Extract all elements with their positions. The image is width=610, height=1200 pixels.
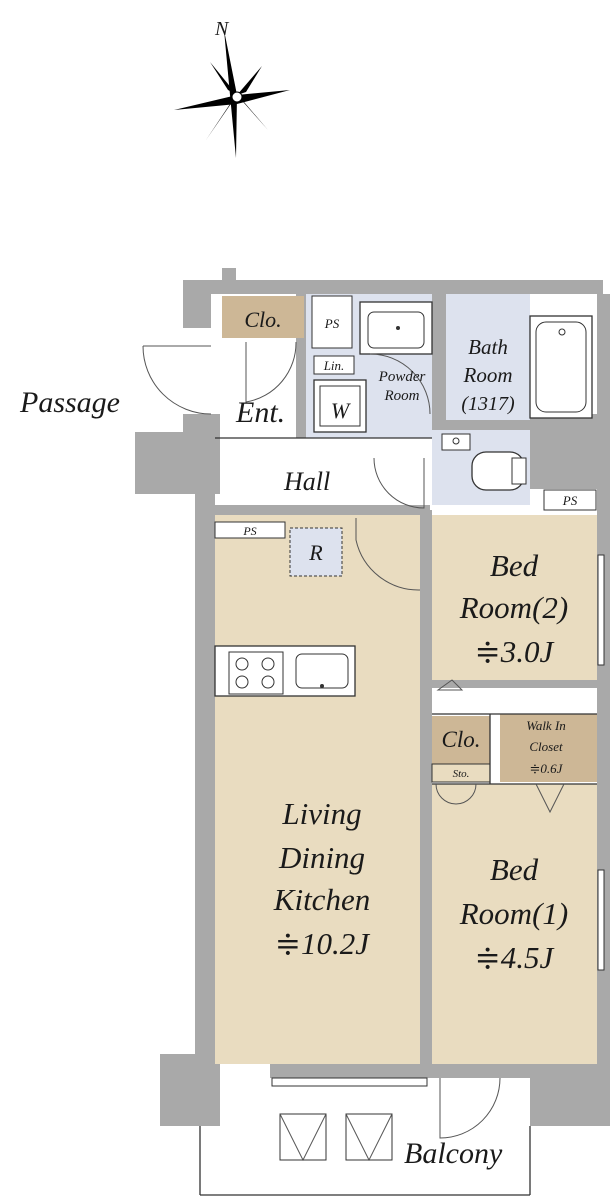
storage-door[interactable] — [435, 783, 477, 805]
storage-label: Sto. — [453, 768, 470, 780]
bed1-floor — [432, 784, 597, 1064]
ac-unit-icon — [279, 1113, 327, 1162]
bed2-label-2: Room(2) — [459, 590, 568, 625]
closet-door[interactable] — [245, 341, 297, 403]
kitchen-counter — [214, 645, 356, 697]
toilet-door[interactable] — [373, 457, 425, 509]
ps-toilet-box — [543, 489, 597, 511]
north-label: N — [214, 18, 230, 40]
balcony — [199, 1077, 531, 1196]
compass-icon: N — [174, 18, 290, 158]
balcony-door[interactable] — [439, 1077, 501, 1139]
walkin-label-1: Walk In — [526, 718, 566, 733]
bed2-label-1: Bed — [490, 548, 539, 583]
ldk-label-2: Dining — [278, 840, 365, 875]
bed2-floor — [432, 515, 597, 680]
bath-label-3: (1317) — [461, 393, 515, 415]
closet-entry — [222, 296, 304, 338]
powder-door[interactable] — [369, 353, 431, 415]
bed1-label-2: Room(1) — [459, 896, 568, 931]
washer-icon — [313, 379, 367, 433]
walkin-closet — [500, 714, 597, 782]
bath-floor — [446, 294, 530, 420]
ldk-label-3: Kitchen — [273, 882, 370, 917]
ps-toilet-label: PS — [562, 493, 578, 508]
entrance-label: Ent. — [235, 396, 285, 429]
ps-top-label: PS — [324, 316, 340, 331]
ldk-label-4: ≑10.2J — [275, 926, 370, 961]
hall-label: Hall — [283, 467, 330, 496]
ps-kitchen-box — [214, 521, 286, 539]
ps-top-box — [311, 295, 353, 349]
powder-label-1: Powder — [378, 369, 426, 385]
balcony-label: Balcony — [404, 1137, 503, 1170]
ac-unit-icon — [345, 1113, 393, 1162]
entrance-door[interactable] — [142, 345, 212, 415]
bath-label-1: Bath — [468, 335, 508, 359]
toilet-icon — [441, 433, 527, 491]
walkin-door[interactable] — [535, 783, 565, 814]
walls — [135, 268, 610, 1126]
closet-bed — [432, 716, 490, 764]
walkin-label-3: ≑0.6J — [530, 761, 564, 776]
refrigerator-box — [289, 527, 343, 577]
passage-label: Passage — [19, 386, 120, 419]
linen-label: Lin. — [323, 358, 345, 373]
ldk-door[interactable] — [355, 518, 421, 591]
sink-icon — [359, 301, 433, 355]
refrigerator-label: R — [308, 540, 323, 565]
ldk-label-1: Living — [281, 796, 361, 831]
linen-box — [313, 355, 355, 375]
bed2-label-3: ≑3.0J — [475, 634, 555, 669]
bed1-label-1: Bed — [490, 852, 539, 887]
closet-entry-label: Clo. — [244, 307, 281, 332]
bath-label-2: Room — [463, 363, 513, 387]
bed2-door[interactable] — [436, 679, 464, 691]
ldk-floor — [215, 515, 420, 1064]
washer-label: W — [331, 398, 351, 423]
walkin-label-2: Closet — [529, 739, 563, 754]
powder-label-2: Room — [384, 388, 420, 404]
bathtub-icon — [529, 315, 593, 419]
bed1-label-3: ≑4.5J — [475, 940, 555, 975]
ps-kitchen-label: PS — [242, 524, 256, 538]
closet-bed-label: Clo. — [442, 727, 481, 752]
